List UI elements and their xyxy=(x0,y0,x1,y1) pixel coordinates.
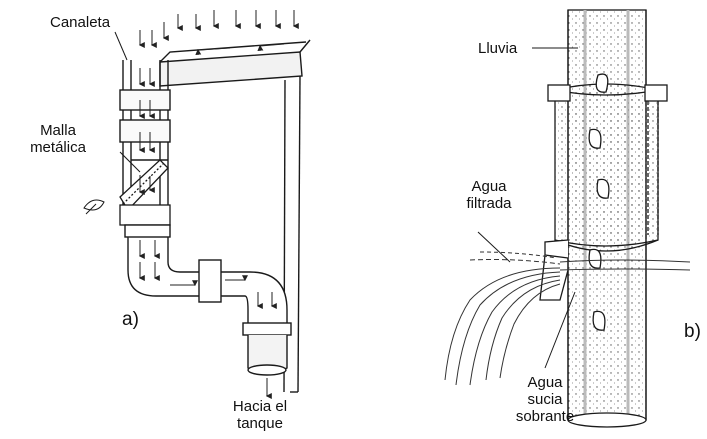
label-hacia-el-tanque: Hacia el tanque xyxy=(220,398,300,432)
label-canaleta: Canaleta xyxy=(50,14,110,31)
panel-letter-a: a) xyxy=(122,310,139,330)
label-malla-metalica: Malla metálica xyxy=(23,122,93,156)
label-lluvia: Lluvia xyxy=(478,40,517,57)
downspout-filter-b xyxy=(445,10,690,427)
label-agua-sucia-sobrante: Agua sucia sobrante xyxy=(500,374,590,425)
elbow-pipe xyxy=(125,225,291,375)
label-agua-filtrada: Agua filtrada xyxy=(450,178,528,212)
panel-letter-b: b) xyxy=(684,322,701,342)
metal-mesh xyxy=(120,160,170,225)
leaf-icon xyxy=(84,200,104,214)
